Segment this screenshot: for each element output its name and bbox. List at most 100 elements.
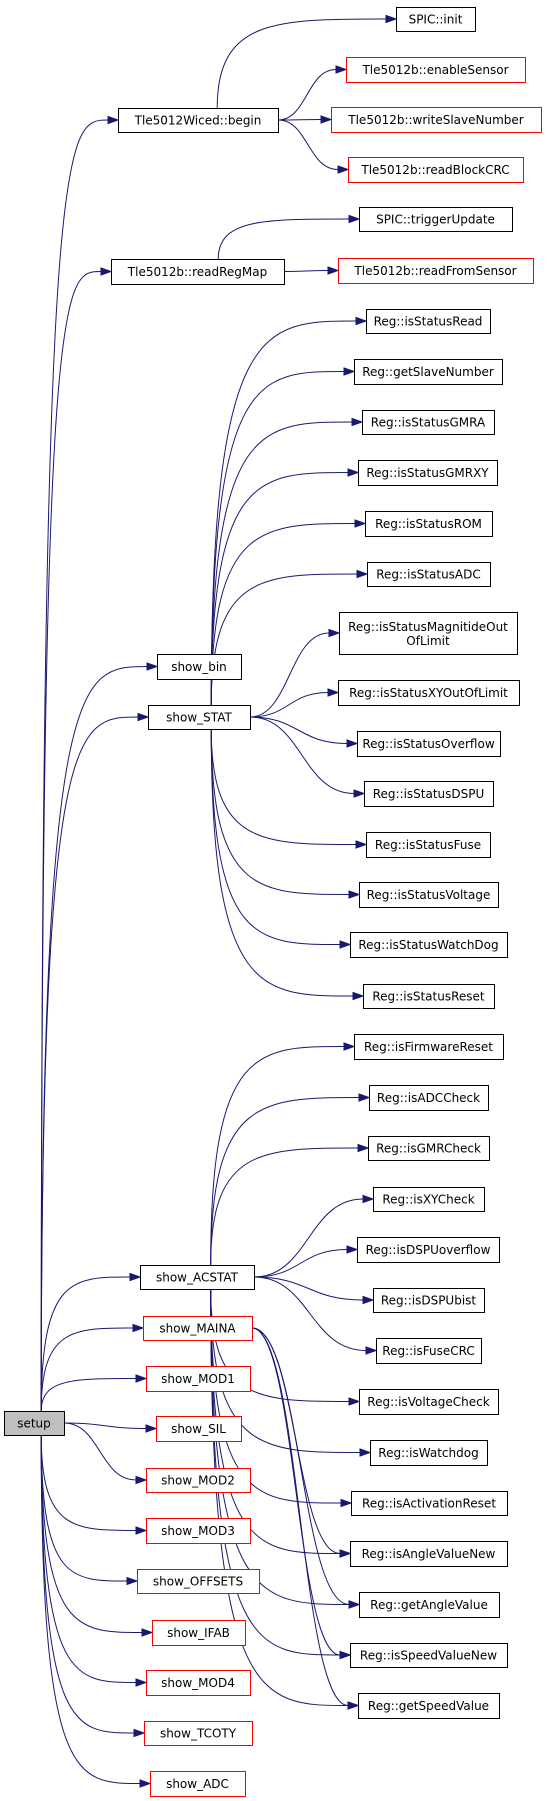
node-box[interactable] xyxy=(373,1288,485,1313)
node-box[interactable] xyxy=(363,984,495,1009)
node-reg-isadccheck[interactable]: Reg::isADCCheck xyxy=(369,1085,489,1111)
node-reg-isstatusfuse[interactable]: Reg::isStatusFuse xyxy=(366,832,491,858)
node-reg-isdspubist[interactable]: Reg::isDSPUbist xyxy=(373,1288,485,1313)
node-tle5012b-enablesensor[interactable]: Tle5012b::enableSensor xyxy=(346,57,526,83)
node-box[interactable] xyxy=(350,1643,508,1668)
node-box[interactable] xyxy=(357,731,501,757)
node-show-maina[interactable]: show_MAINA xyxy=(143,1316,253,1341)
node-reg-isstatusgmra[interactable]: Reg::isStatusGMRA xyxy=(362,410,495,435)
node-tle5012b-readregmap[interactable]: Tle5012b::readRegMap xyxy=(111,259,285,285)
node-box[interactable] xyxy=(354,359,503,385)
node-reg-isstatusread[interactable]: Reg::isStatusRead xyxy=(366,309,491,334)
node-reg-getanglevalue[interactable]: Reg::getAngleValue xyxy=(359,1592,500,1618)
node-box[interactable] xyxy=(137,1569,260,1594)
node-reg-iswatchdog[interactable]: Reg::isWatchdog xyxy=(370,1440,488,1466)
node-box[interactable] xyxy=(331,107,542,133)
node-box[interactable] xyxy=(350,1541,508,1567)
node-setup[interactable]: setup xyxy=(4,1411,65,1436)
node-box[interactable] xyxy=(4,1411,65,1436)
node-show-sil[interactable]: show_SIL xyxy=(156,1416,242,1442)
node-box[interactable] xyxy=(348,157,524,183)
node-box[interactable] xyxy=(359,1592,500,1618)
node-box[interactable] xyxy=(370,1440,488,1466)
node-tle5012b-readblockcrc[interactable]: Tle5012b::readBlockCRC xyxy=(348,157,524,183)
node-reg-isstatusreset[interactable]: Reg::isStatusReset xyxy=(363,984,495,1009)
node-reg-isstatusgmrxy[interactable]: Reg::isStatusGMRXY xyxy=(358,460,498,486)
node-show-stat[interactable]: show_STAT xyxy=(148,705,251,730)
node-box[interactable] xyxy=(118,108,279,133)
node-reg-isanglevaluenew[interactable]: Reg::isAngleValueNew xyxy=(350,1541,508,1567)
node-show-offsets[interactable]: show_OFFSETS xyxy=(137,1569,260,1594)
node-reg-isfirmwarereset[interactable]: Reg::isFirmwareReset xyxy=(354,1034,504,1060)
node-reg-isxycheck[interactable]: Reg::isXYCheck xyxy=(373,1187,485,1212)
node-box[interactable] xyxy=(143,1316,253,1341)
node-reg-isdspuoverflow[interactable]: Reg::isDSPUoverflow xyxy=(357,1237,500,1263)
node-reg-isstatusvoltage[interactable]: Reg::isStatusVoltage xyxy=(359,882,499,908)
node-box[interactable] xyxy=(359,207,513,232)
node-reg-isstatusoverflow[interactable]: Reg::isStatusOverflow xyxy=(357,731,501,757)
node-box[interactable] xyxy=(376,1338,482,1364)
node-reg-isstatusadc[interactable]: Reg::isStatusADC xyxy=(367,562,491,587)
node-reg-isstatuswatchdog[interactable]: Reg::isStatusWatchDog xyxy=(350,932,508,958)
node-show-tcoty[interactable]: show_TCOTY xyxy=(144,1721,253,1746)
node-box[interactable] xyxy=(150,1771,246,1797)
node-box[interactable] xyxy=(358,460,498,486)
node-box[interactable] xyxy=(359,882,499,908)
node-box[interactable] xyxy=(339,612,518,655)
node-box[interactable] xyxy=(148,705,251,730)
node-show-acstat[interactable]: show_ACSTAT xyxy=(140,1265,255,1290)
node-box[interactable] xyxy=(152,1620,246,1646)
node-box[interactable] xyxy=(359,1389,499,1415)
node-tle5012b-writeslavenumber[interactable]: Tle5012b::writeSlaveNumber xyxy=(331,107,542,133)
node-reg-isspeedvaluenew[interactable]: Reg::isSpeedValueNew xyxy=(350,1643,508,1668)
node-reg-isfusecrc[interactable]: Reg::isFuseCRC xyxy=(376,1338,482,1364)
node-show-bin[interactable]: show_bin xyxy=(157,654,242,680)
node-spic-init[interactable]: SPIC::init xyxy=(396,7,476,32)
node-box[interactable] xyxy=(357,1237,500,1263)
node-box[interactable] xyxy=(364,781,494,807)
node-reg-getslavenumber[interactable]: Reg::getSlaveNumber xyxy=(354,359,503,385)
node-reg-isstatusdspu[interactable]: Reg::isStatusDSPU xyxy=(364,781,494,807)
node-box[interactable] xyxy=(146,1518,251,1544)
node-box[interactable] xyxy=(367,562,491,587)
node-show-mod1[interactable]: show_MOD1 xyxy=(146,1366,251,1392)
node-show-mod2[interactable]: show_MOD2 xyxy=(146,1468,251,1493)
node-box[interactable] xyxy=(338,680,520,706)
node-tle5012wiced-begin[interactable]: Tle5012Wiced::begin xyxy=(118,108,279,133)
node-reg-isstatusxyoutoflimit[interactable]: Reg::isStatusXYOutOfLimit xyxy=(338,680,520,706)
node-box[interactable] xyxy=(144,1721,253,1746)
node-box[interactable] xyxy=(366,309,491,334)
node-show-mod4[interactable]: show_MOD4 xyxy=(146,1670,251,1696)
node-reg-isactivationreset[interactable]: Reg::isActivationReset xyxy=(351,1491,508,1516)
node-box[interactable] xyxy=(366,832,491,858)
node-box[interactable] xyxy=(146,1366,251,1392)
node-box[interactable] xyxy=(368,1136,490,1161)
node-box[interactable] xyxy=(396,7,476,32)
node-box[interactable] xyxy=(111,259,285,285)
node-box[interactable] xyxy=(140,1265,255,1290)
node-box[interactable] xyxy=(157,654,242,680)
node-box[interactable] xyxy=(369,1085,489,1111)
node-box[interactable] xyxy=(365,511,493,537)
node-reg-isgmrcheck[interactable]: Reg::isGMRCheck xyxy=(368,1136,490,1161)
node-box[interactable] xyxy=(146,1670,251,1696)
node-spic-triggerupdate[interactable]: SPIC::triggerUpdate xyxy=(359,207,513,232)
node-box[interactable] xyxy=(358,1693,500,1719)
node-reg-isvoltagecheck[interactable]: Reg::isVoltageCheck xyxy=(359,1389,499,1415)
node-box[interactable] xyxy=(146,1468,251,1493)
node-box[interactable] xyxy=(156,1416,242,1442)
node-reg-getspeedvalue[interactable]: Reg::getSpeedValue xyxy=(358,1693,500,1719)
node-box[interactable] xyxy=(373,1187,485,1212)
node-show-mod3[interactable]: show_MOD3 xyxy=(146,1518,251,1544)
node-box[interactable] xyxy=(338,258,534,284)
node-reg-isstatusrom[interactable]: Reg::isStatusROM xyxy=(365,511,493,537)
node-box[interactable] xyxy=(351,1491,508,1516)
node-tle5012b-readfromsensor[interactable]: Tle5012b::readFromSensor xyxy=(338,258,534,284)
node-box[interactable] xyxy=(350,932,508,958)
node-box[interactable] xyxy=(362,410,495,435)
node-box[interactable] xyxy=(346,57,526,83)
node-show-adc[interactable]: show_ADC xyxy=(150,1771,246,1797)
node-show-ifab[interactable]: show_IFAB xyxy=(152,1620,246,1646)
node-box[interactable] xyxy=(354,1034,504,1060)
